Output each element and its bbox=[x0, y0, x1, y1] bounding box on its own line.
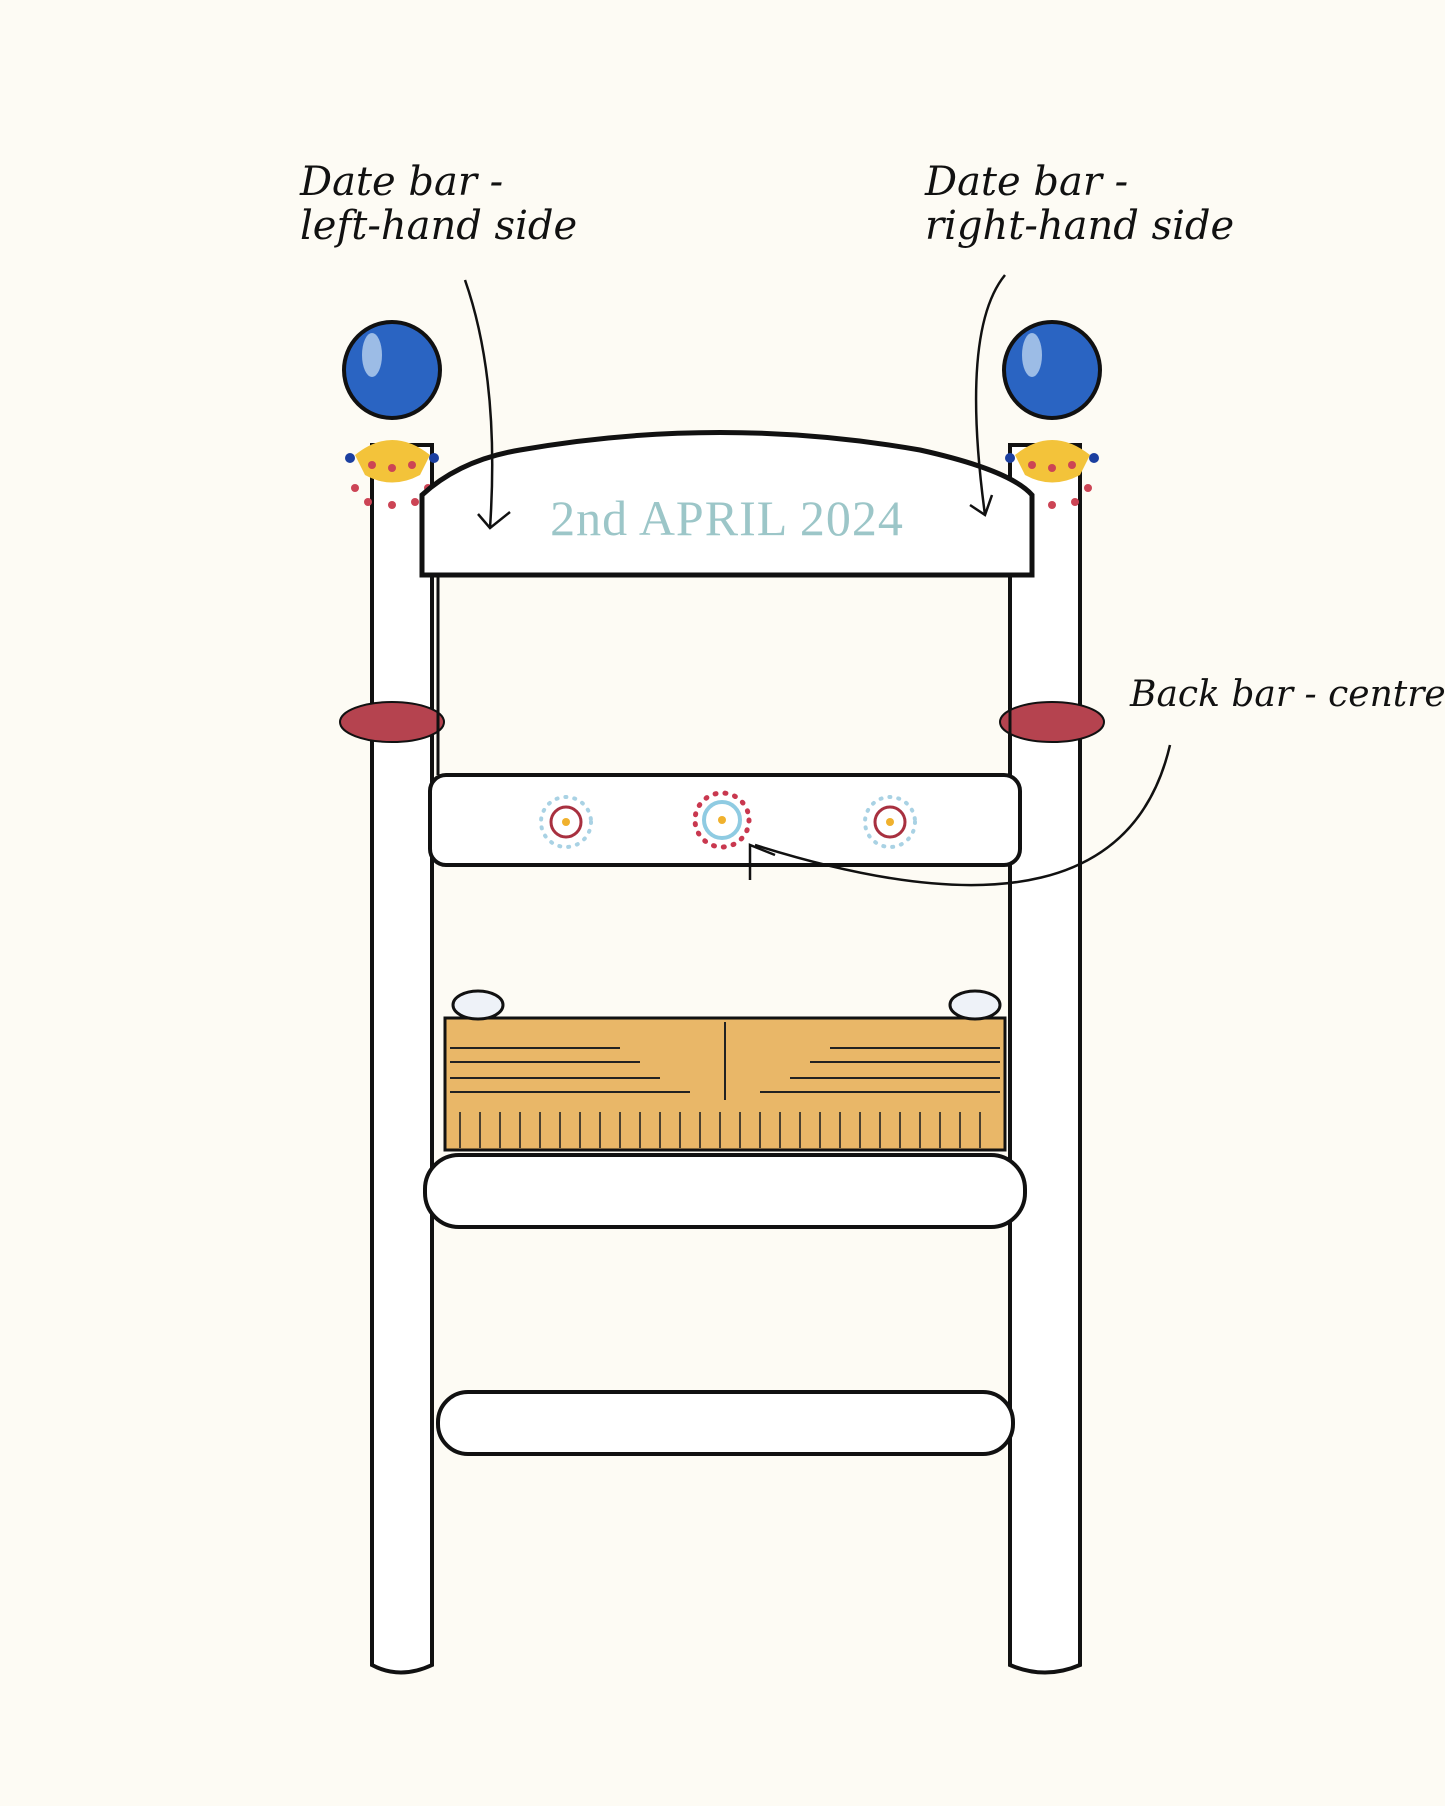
label-back-bar-centre: Back bar - centre bbox=[1130, 675, 1445, 715]
left-post bbox=[370, 443, 434, 1675]
arrow-centre bbox=[754, 744, 1172, 887]
left-collar bbox=[339, 701, 445, 743]
rosette-right bbox=[863, 795, 917, 849]
label-line-2: left-hand side bbox=[300, 203, 578, 249]
left-finial bbox=[342, 320, 442, 509]
right-post bbox=[1008, 443, 1082, 1675]
right-finial bbox=[1002, 320, 1102, 509]
label-date-bar-left: Date bar - left-hand side bbox=[300, 160, 577, 248]
date-bar: 2nd APRIL 2024 bbox=[419, 430, 1035, 578]
date-text: 2nd APRIL 2024 bbox=[550, 490, 904, 546]
label-line-2: right-hand side bbox=[925, 203, 1235, 249]
label-date-bar-right: Date bar - right-hand side bbox=[925, 160, 1234, 248]
seat-front-rail bbox=[423, 1153, 1027, 1229]
arrow-right bbox=[974, 274, 1006, 516]
label-line-1: Date bar - bbox=[300, 159, 504, 205]
rosette-centre bbox=[692, 790, 752, 850]
annotation-arrows bbox=[463, 274, 1172, 887]
arrow-left bbox=[463, 279, 494, 529]
label-line-1: Date bar - bbox=[925, 159, 1129, 205]
rosette-left bbox=[539, 795, 593, 849]
back-bar bbox=[428, 773, 1022, 867]
lower-stretcher bbox=[436, 1390, 1015, 1456]
right-collar bbox=[999, 701, 1105, 743]
rush-seat bbox=[443, 989, 1007, 1152]
label-line-1: Back bar - centre bbox=[1130, 674, 1445, 715]
